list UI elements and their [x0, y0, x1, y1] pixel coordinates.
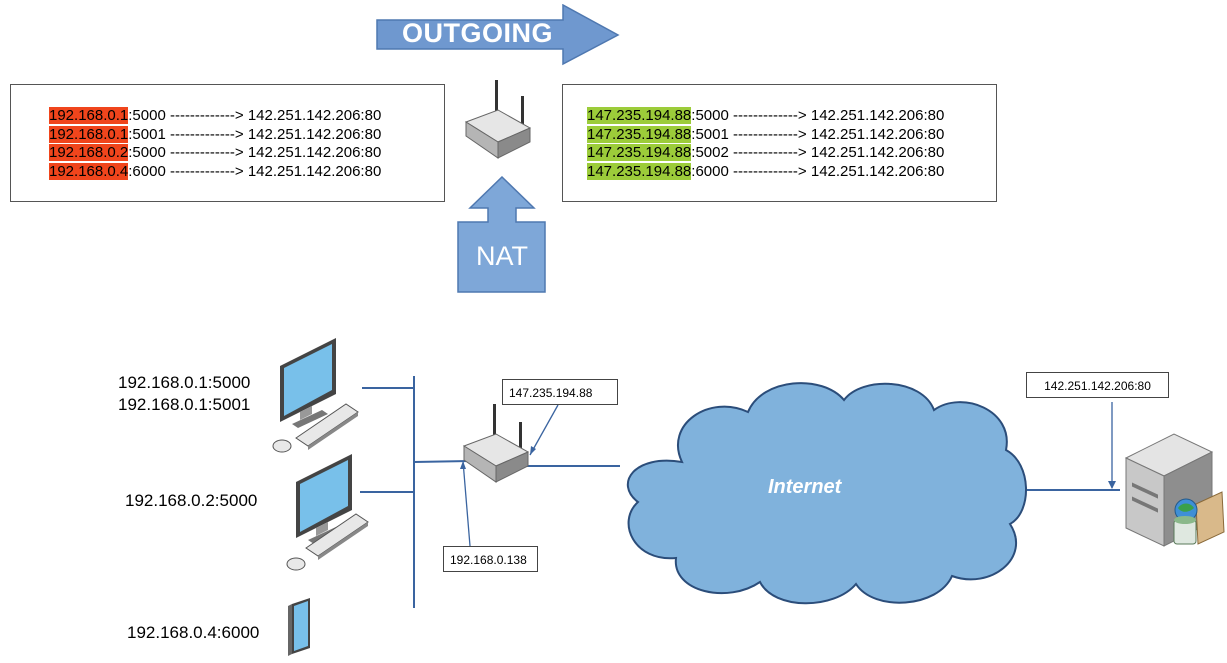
public-ip: 147.235.194.88 — [587, 162, 692, 180]
table-row: 147.235.194.88:5000 -------------> 142.2… — [587, 107, 945, 124]
server-address-label: 142.251.142.206:80 — [1026, 372, 1169, 398]
public-ip: 147.235.194.88 — [587, 125, 692, 143]
router-public-ip-label: 147.235.194.88 — [502, 379, 618, 405]
outgoing-arrow — [375, 3, 620, 66]
server-icon — [1118, 428, 1226, 552]
pc1-address-1: 192.168.0.1:5000 — [118, 373, 251, 392]
private-mapping-table: 192.168.0.1:5000 -------------> 142.251.… — [10, 84, 445, 202]
public-ip: 147.235.194.88 — [587, 107, 692, 124]
router-lan-link — [413, 460, 471, 463]
table-row: 147.235.194.88:6000 -------------> 142.2… — [587, 162, 945, 180]
table-row: 147.235.194.88:5001 -------------> 142.2… — [587, 125, 945, 143]
private-ip: 192.168.0.4 — [49, 162, 129, 180]
router-icon — [460, 402, 532, 488]
outgoing-label: OUTGOING — [402, 18, 553, 48]
nat-arrow — [456, 175, 548, 294]
private-ip: 192.168.0.1 — [49, 107, 129, 124]
private-ip: 192.168.0.1 — [49, 125, 129, 143]
table-row: 147.235.194.88:5002 -------------> 142.2… — [587, 144, 945, 161]
tablet-icon — [284, 596, 316, 658]
private-ip: 192.168.0.2 — [49, 144, 129, 161]
public-ip-pointer — [529, 404, 559, 456]
desktop-computer-icon — [282, 452, 382, 574]
pc1-address-2: 192.168.0.1:5001 — [118, 395, 251, 414]
desktop-computer-icon — [266, 336, 366, 458]
router-private-ip-label: 192.168.0.138 — [443, 546, 538, 572]
private-ip-pointer — [462, 460, 471, 547]
public-mapping-table: 147.235.194.88:5000 -------------> 142.2… — [562, 84, 997, 202]
table-row: 192.168.0.1:5001 -------------> 142.251.… — [49, 125, 382, 143]
internet-cloud — [612, 372, 1030, 610]
tablet-address: 192.168.0.4:6000 — [127, 623, 260, 642]
nat-label: NAT — [476, 241, 528, 271]
table-row: 192.168.0.1:5000 -------------> 142.251.… — [49, 107, 382, 124]
internet-label: Internet — [768, 476, 842, 498]
table-row: 192.168.0.4:6000 -------------> 142.251.… — [49, 162, 382, 180]
public-ip: 147.235.194.88 — [587, 144, 692, 161]
table-row: 192.168.0.2:5000 -------------> 142.251.… — [49, 144, 382, 161]
router-icon — [462, 78, 534, 164]
pc2-address: 192.168.0.2:5000 — [125, 491, 258, 510]
